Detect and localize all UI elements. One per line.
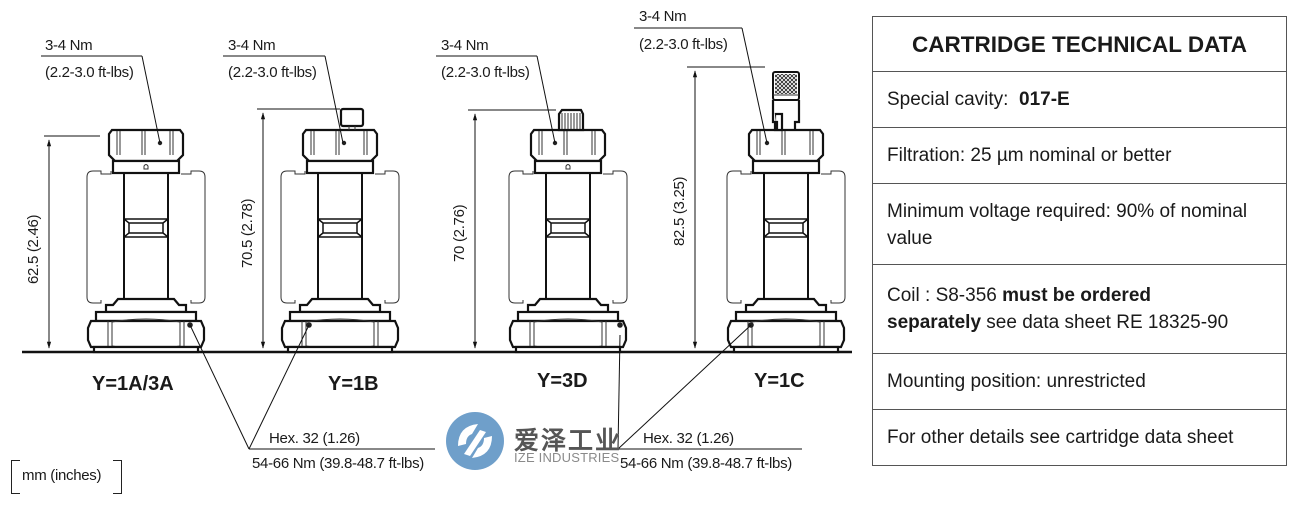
coil-suffix: see data sheet RE 18325-90: [981, 312, 1229, 333]
watermark-chinese: 爱泽工业: [514, 426, 623, 455]
watermark-english: IZE INDUSTRIES: [514, 450, 620, 465]
cartridge-technical-data-table: CARTRIDGE TECHNICAL DATA Special cavity:…: [872, 16, 1287, 466]
variant-label-y1b: Y=1B: [328, 373, 379, 395]
top-torque-y1c: 3-4 Nm: [639, 8, 686, 25]
hex-torque-left: 54-66 Nm (39.8-48.7 ft-lbs): [252, 455, 424, 472]
row-other-details: For other details see cartridge data she…: [873, 409, 1286, 465]
cartridge-y3d: [507, 108, 629, 354]
row-special-cavity: Special cavity: 017-E: [873, 71, 1286, 127]
cartridge-y1b: [279, 107, 401, 354]
top-torque-imperial-y3d: (2.2-3.0 ft-lbs): [441, 64, 530, 81]
bracket-right: [113, 460, 122, 494]
top-torque-y3d: 3-4 Nm: [441, 37, 488, 54]
height-dim-y1b: 70.5 (2.78): [239, 198, 256, 268]
variant-label-y1c: Y=1C: [754, 370, 805, 392]
ize-logo-icon: [446, 412, 504, 470]
cartridge-dimension-drawing: 62.5 (2.46) 3-4 Nm (2.2-3.0 ft-lbs) Y=1A…: [22, 8, 852, 472]
hex-torque-right: 54-66 Nm (39.8-48.7 ft-lbs): [620, 455, 792, 472]
height-dim-y1c: 82.5 (3.25): [671, 176, 688, 246]
units-legend: mm (inches): [8, 458, 122, 494]
units-label: mm (inches): [22, 467, 102, 484]
row-min-voltage: Minimum voltage required: 90% of nominal…: [873, 183, 1286, 264]
top-torque-imperial-y1a3a: (2.2-3.0 ft-lbs): [45, 64, 134, 81]
special-cavity-value: 017-E: [1019, 89, 1070, 110]
height-dim-y1a3a: 62.5 (2.46): [25, 214, 42, 284]
bracket-left: [11, 460, 20, 494]
cartridge-y1a3a: [85, 128, 207, 354]
variant-label-y3d: Y=3D: [537, 370, 588, 392]
row-coil: Coil : S8-356 must be ordered separately…: [873, 264, 1286, 353]
table-title: CARTRIDGE TECHNICAL DATA: [912, 31, 1247, 57]
watermark: 爱泽工业 IZE INDUSTRIES: [444, 410, 644, 476]
hex-size-right: Hex. 32 (1.26): [643, 430, 734, 447]
height-dim-y3d: 70 (2.76): [451, 204, 468, 262]
variant-label-y1a3a: Y=1A/3A: [92, 373, 174, 395]
top-torque-imperial-y1b: (2.2-3.0 ft-lbs): [228, 64, 317, 81]
top-torque-imperial-y1c: (2.2-3.0 ft-lbs): [639, 36, 728, 53]
hex-size-left: Hex. 32 (1.26): [269, 430, 360, 447]
top-torque-y1b: 3-4 Nm: [228, 37, 275, 54]
cartridge-y1c: [725, 71, 847, 354]
top-torque-y1a3a: 3-4 Nm: [45, 37, 92, 54]
coil-bold-1: must be ordered: [1002, 285, 1151, 306]
row-filtration: Filtration: 25 µm nominal or better: [873, 127, 1286, 183]
row-mounting: Mounting position: unrestricted: [873, 353, 1286, 409]
coil-bold-2: separately: [887, 312, 982, 333]
coil-prefix: Coil : S8-356: [887, 285, 1003, 306]
special-cavity-label: Special cavity:: [887, 89, 1009, 110]
